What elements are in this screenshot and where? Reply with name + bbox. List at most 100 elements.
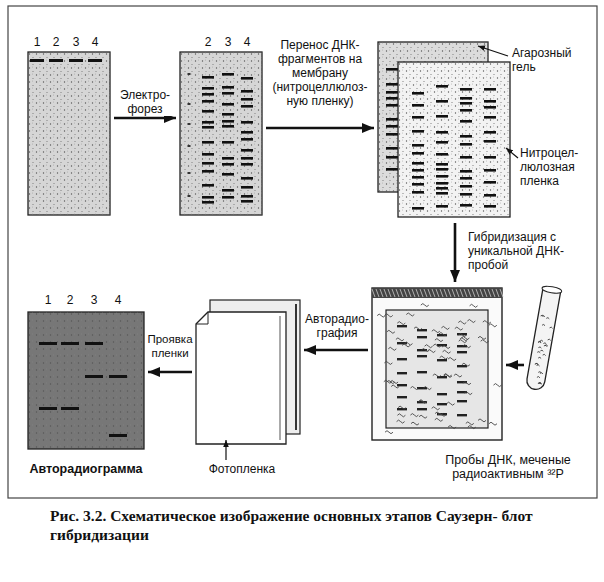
hybridization-bag-shape	[372, 288, 502, 440]
probe-squiggle	[425, 345, 433, 348]
dna-band	[241, 149, 253, 152]
dna-band	[222, 73, 234, 76]
probe-squiggle	[478, 336, 486, 339]
hybrid-band	[85, 375, 103, 378]
probe-squiggle	[435, 418, 443, 421]
probe-squiggle	[435, 339, 443, 342]
probe-squiggle	[489, 422, 497, 425]
probe-squiggle	[494, 384, 502, 387]
probe-squiggle	[455, 327, 463, 330]
dna-band	[222, 163, 234, 166]
dna-band	[484, 88, 496, 91]
probe-squiggle	[419, 400, 427, 403]
dna-band	[202, 87, 214, 90]
dna-band	[386, 97, 398, 100]
probe-squiggle	[423, 387, 431, 390]
probe-squiggle	[443, 350, 451, 353]
dna-band	[202, 201, 214, 204]
probe-squiggle	[478, 419, 486, 422]
dna-band	[202, 93, 214, 96]
seal-hatch	[392, 289, 395, 297]
figure-caption: Рис. 3.2. Схематическое изображение осно…	[50, 506, 550, 544]
seal-hatch	[388, 289, 391, 297]
hybrid-band	[109, 434, 127, 437]
dna-band	[484, 116, 496, 119]
dna-band	[412, 116, 424, 119]
probe-squiggle	[537, 351, 540, 353]
seal-hatch	[456, 289, 459, 297]
gel-body	[28, 52, 110, 215]
dna-band	[386, 125, 398, 128]
probe-squiggle	[398, 406, 406, 409]
dna-band	[417, 336, 427, 338]
gel-texture	[28, 52, 110, 215]
probe-squiggle	[537, 376, 540, 378]
lane-number: 3	[70, 35, 82, 49]
dna-band	[460, 109, 472, 112]
dna-band	[241, 77, 253, 80]
probe-squiggle	[440, 356, 448, 359]
probe-squiggle	[438, 413, 446, 416]
film-shade	[280, 316, 281, 440]
dna-band	[202, 162, 214, 165]
process-arrow	[454, 223, 457, 282]
test-tube	[524, 285, 562, 391]
probe-squiggle	[387, 330, 395, 333]
dna-band	[241, 200, 253, 203]
probe-squiggle	[543, 343, 546, 345]
dna-band	[412, 183, 424, 186]
dna-band	[397, 325, 407, 327]
dna-band	[202, 184, 214, 187]
gel-well	[49, 59, 63, 62]
dna-band	[241, 157, 253, 160]
dna-band	[484, 181, 496, 184]
probe-squiggle	[537, 364, 540, 366]
dna-band	[460, 204, 472, 207]
seal-hatch	[488, 289, 491, 297]
dna-band	[222, 103, 234, 106]
step-label: Авторадио- графия	[304, 312, 370, 340]
probe-squiggle	[535, 363, 538, 365]
dna-band	[484, 131, 496, 134]
dna-band	[417, 408, 427, 410]
step-label: Проявка пленки	[145, 332, 195, 360]
dna-band	[202, 196, 214, 199]
dna-band	[457, 365, 467, 367]
probe-squiggle	[405, 342, 413, 345]
dna-band	[202, 153, 214, 156]
dna-band	[386, 156, 398, 159]
dna-band	[417, 355, 427, 357]
process-arrow	[304, 349, 368, 352]
seal-hatch	[408, 289, 411, 297]
probe-squiggle	[461, 337, 469, 340]
dna-band	[457, 351, 467, 353]
dna-band	[241, 163, 253, 166]
probe-squiggle	[448, 358, 456, 361]
faint-band	[188, 145, 191, 147]
dna-band	[241, 98, 253, 101]
lane-number: 4	[241, 35, 253, 49]
probe-tube: Пробы ДНК, меченые радиоактивным ³²P	[528, 285, 558, 395]
seal-hatch	[480, 289, 483, 297]
step-label: Перенос ДНК-фрагментов на мембрану (нитр…	[268, 38, 372, 108]
membrane-in-bag	[386, 310, 488, 428]
seal-hatch	[452, 289, 455, 297]
seal-hatch	[496, 289, 499, 297]
dna-band	[386, 104, 398, 107]
dna-band	[386, 91, 398, 94]
dna-band	[460, 102, 472, 105]
hybrid-band	[39, 407, 57, 410]
faint-band	[188, 195, 191, 197]
dna-band	[386, 147, 398, 150]
probe-squiggle	[448, 426, 456, 429]
probe-squiggle	[397, 420, 405, 423]
probe-squiggle	[444, 374, 452, 377]
seal-hatch	[396, 289, 399, 297]
probe-squiggle	[538, 341, 541, 343]
dna-band	[386, 118, 398, 121]
dna-band	[460, 120, 472, 123]
probe-squiggle	[385, 314, 393, 317]
dna-band	[436, 187, 448, 190]
probe-squiggle	[406, 313, 414, 316]
